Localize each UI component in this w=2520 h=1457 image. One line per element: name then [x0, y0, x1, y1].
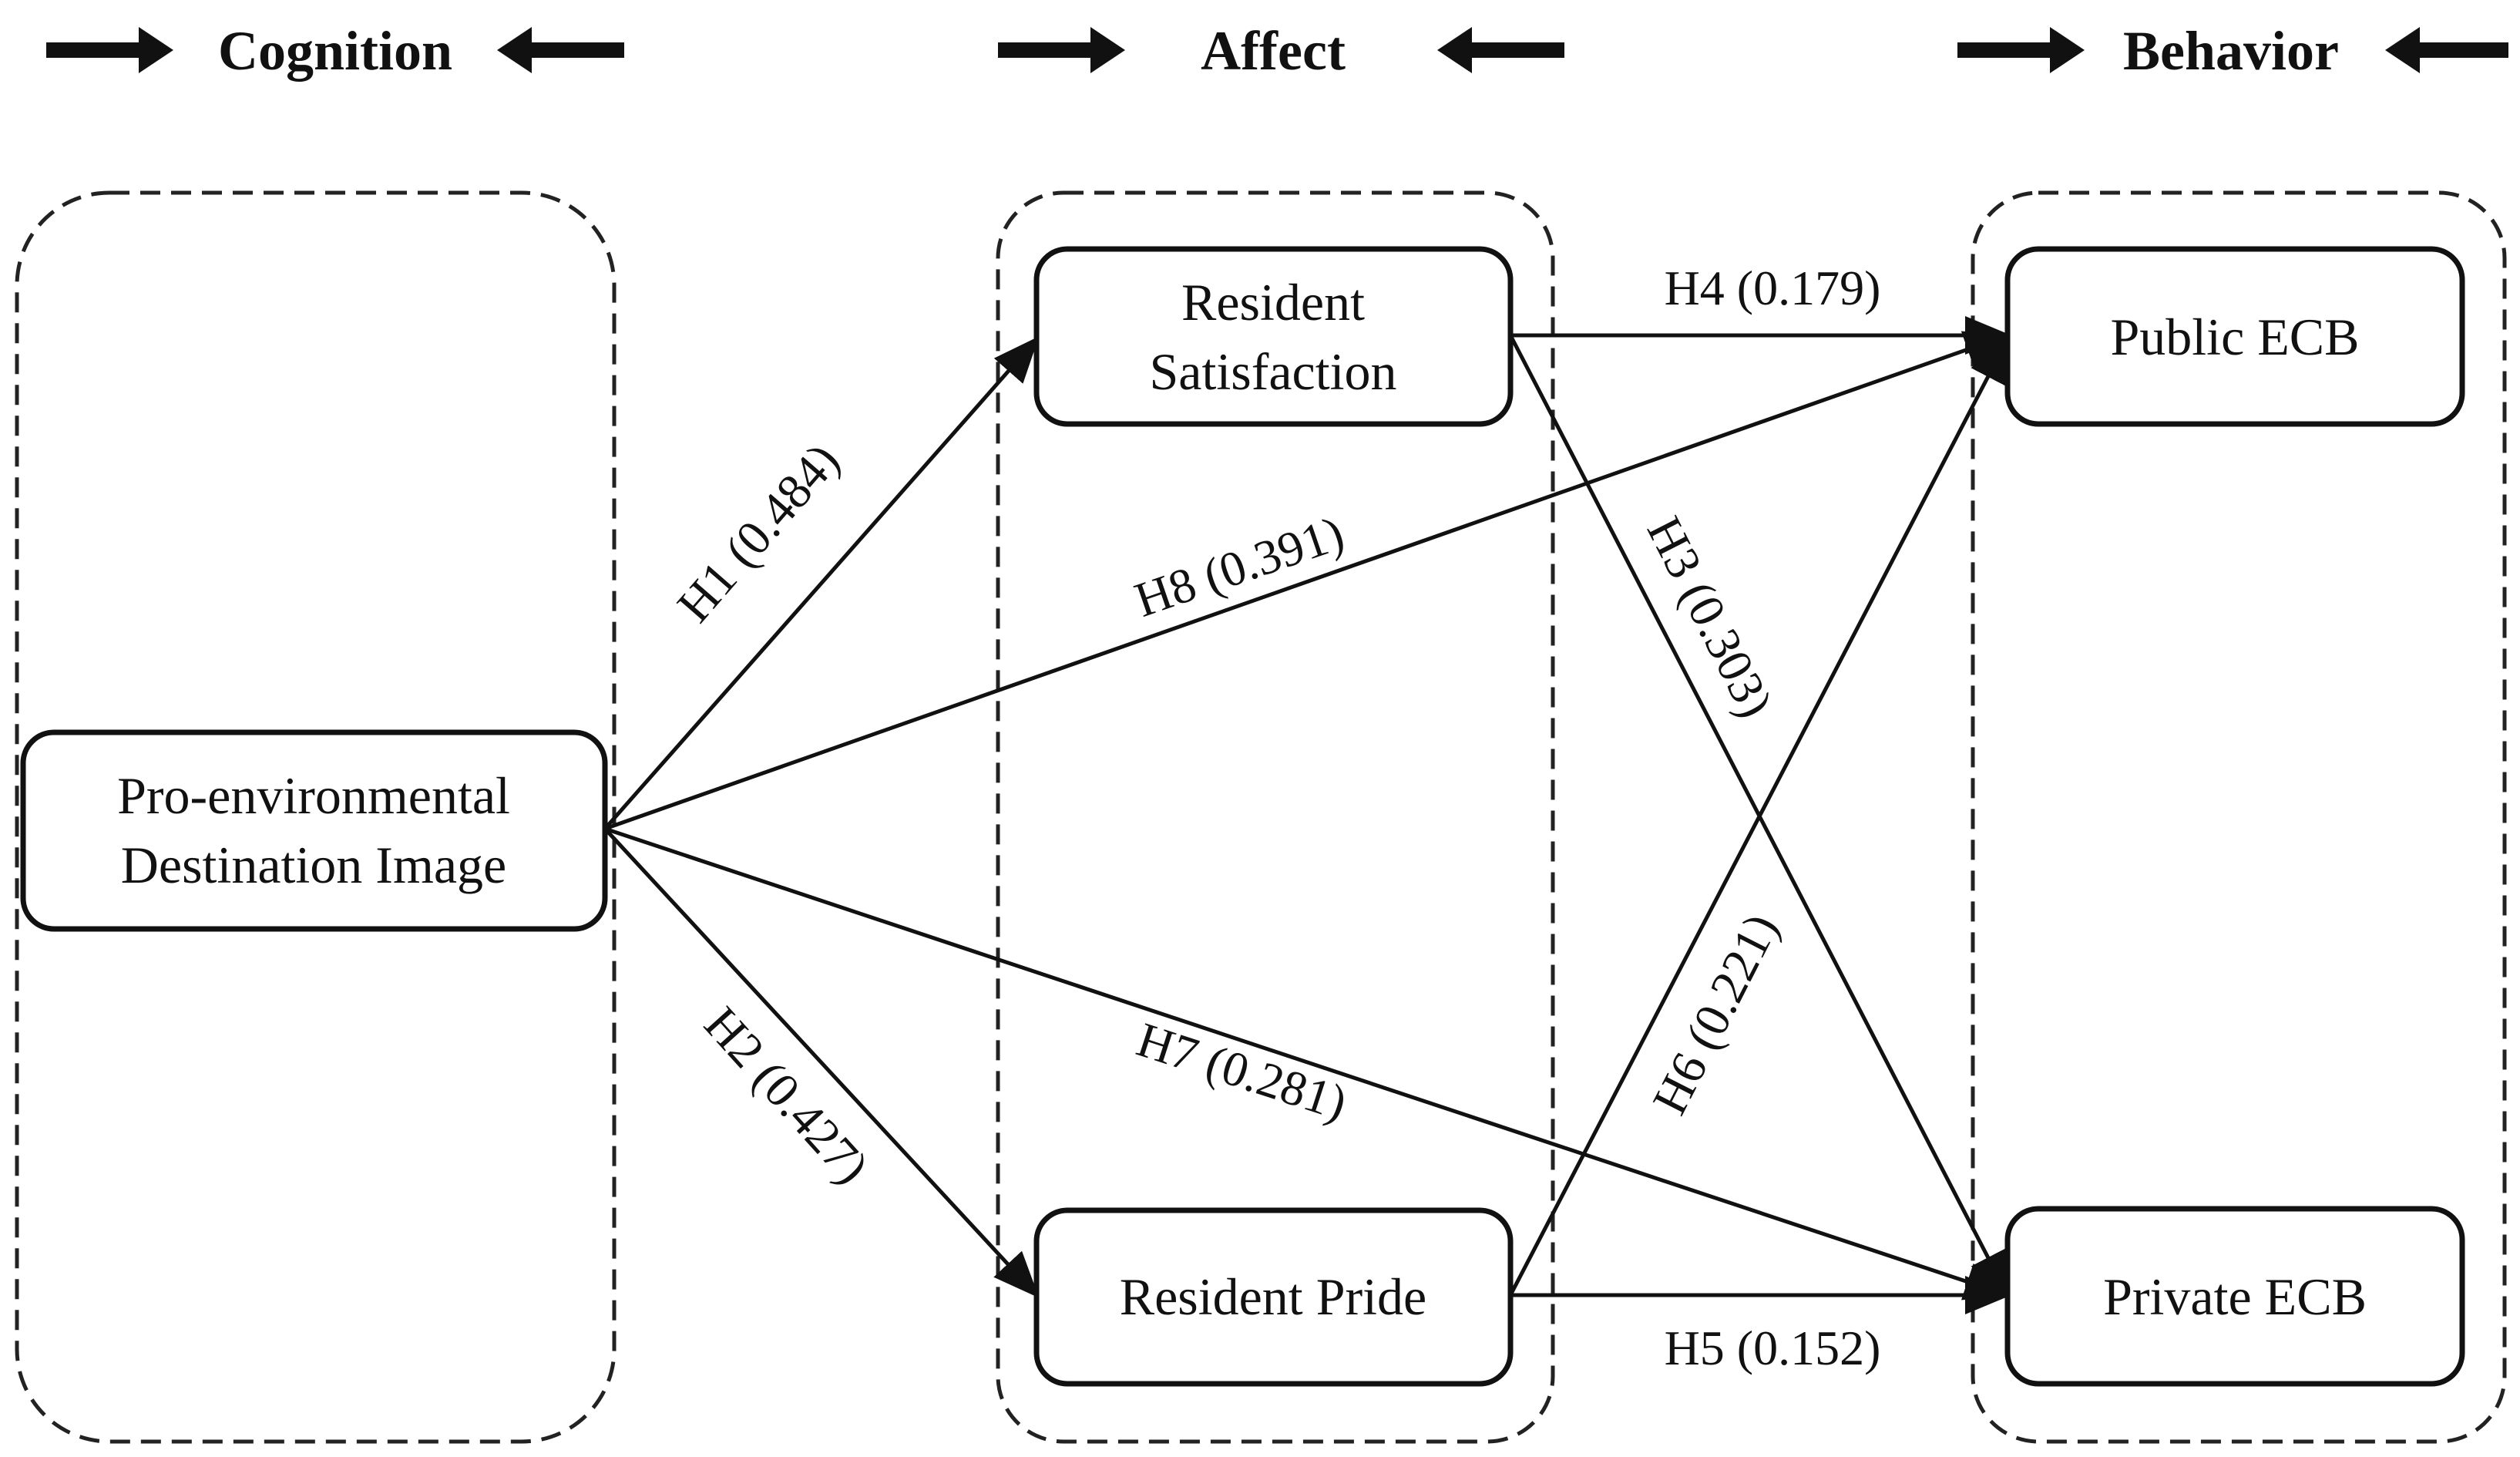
node-resident-satisfaction: Resident Satisfaction	[1033, 246, 1514, 427]
edge-label-h3: H3 (0.303)	[1637, 508, 1784, 725]
header-behavior: Behavior	[1957, 20, 2508, 82]
header-cognition: Cognition	[46, 20, 624, 82]
edge-label-h7: H7 (0.281)	[1131, 1011, 1353, 1130]
node-public-ecb-line1: Public ECB	[2110, 308, 2359, 366]
node-destination-image-line1: Pro-environmental	[117, 766, 510, 825]
right-arrow-icon	[46, 27, 173, 73]
edge-label-h5: H5 (0.152)	[1665, 1321, 1881, 1375]
header-affect: Affect	[998, 20, 1564, 82]
right-arrow-icon	[998, 27, 1125, 73]
node-destination-image: Pro-environmental Destination Image	[20, 729, 608, 932]
header-affect-label: Affect	[1201, 20, 1346, 82]
edge-h6	[1508, 335, 2010, 1297]
node-resident-satisfaction-line2: Satisfaction	[1149, 342, 1396, 401]
edge-h1	[603, 336, 1040, 830]
node-resident-pride: Resident Pride	[1033, 1207, 1514, 1387]
edge-label-h6: H6 (0.221)	[1641, 905, 1789, 1122]
edge-h7	[604, 826, 2011, 1301]
left-arrow-icon	[497, 27, 624, 73]
node-destination-image-line2: Destination Image	[121, 836, 506, 894]
edge-h8	[604, 331, 2011, 831]
header-cognition-label: Cognition	[218, 20, 452, 82]
left-arrow-icon	[2385, 27, 2508, 73]
right-arrow-icon	[1957, 27, 2085, 73]
edge-label-h1: H1 (0.484)	[667, 433, 850, 633]
node-private-ecb-line1: Private ECB	[2103, 1267, 2367, 1326]
node-public-ecb: Public ECB	[2004, 246, 2465, 427]
edge-h2	[603, 827, 1040, 1298]
node-resident-pride-line1: Resident Pride	[1120, 1267, 1427, 1326]
affect-group	[996, 190, 1555, 1444]
header-behavior-label: Behavior	[2123, 20, 2339, 82]
node-resident-satisfaction-line1: Resident	[1181, 273, 1365, 331]
node-private-ecb: Private ECB	[2004, 1206, 2465, 1387]
behavior-group	[1971, 190, 2507, 1444]
edge-label-h4: H4 (0.179)	[1665, 261, 1881, 315]
edge-label-h8: H8 (0.391)	[1128, 505, 1351, 628]
left-arrow-icon	[1437, 27, 1564, 73]
